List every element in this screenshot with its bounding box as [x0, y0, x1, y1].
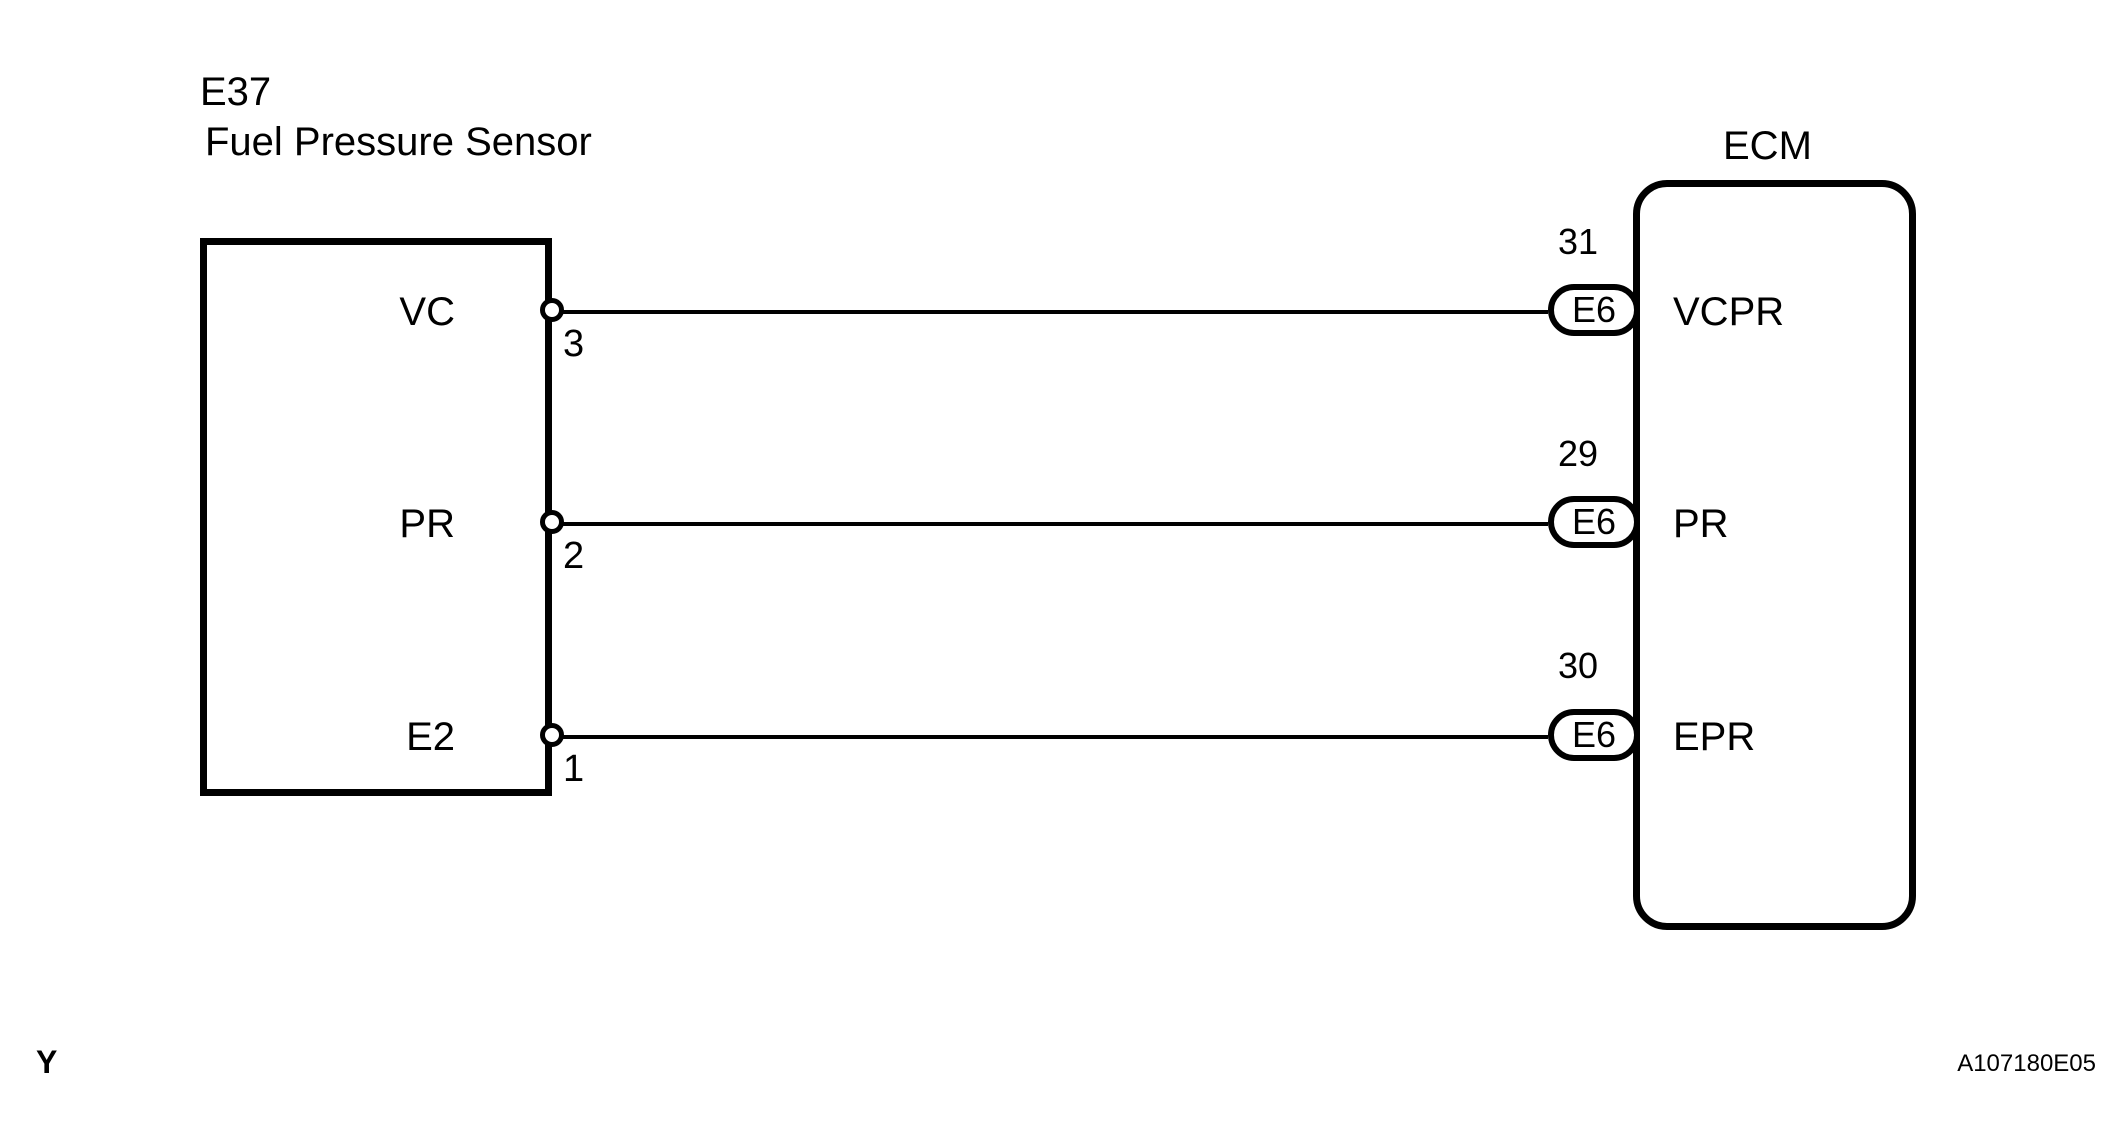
- ecm-pin-number-31: 31: [1558, 221, 1599, 262]
- ecm-signal-label-pr: PR: [1673, 502, 1729, 546]
- ecm-connector-pill-vcpr: E6: [1548, 284, 1640, 336]
- ecm-connector-pill-label-pr: E6: [1571, 501, 1617, 542]
- ecm-title: ECM: [1723, 124, 1812, 168]
- wire-e2-to-epr: [560, 735, 1548, 739]
- diagram-reference-code: A107180E05: [1957, 1050, 2096, 1077]
- terminal-dot-pr: [540, 510, 564, 534]
- pin-number-pr: 2: [563, 535, 585, 577]
- terminal-label-e2: E2: [406, 715, 455, 759]
- page-corner-mark: Y: [36, 1044, 58, 1080]
- ecm-connector-pill-label-epr: E6: [1571, 714, 1617, 755]
- terminal-label-vc: VC: [399, 290, 455, 334]
- terminal-label-pr: PR: [399, 502, 455, 546]
- wire-vc-to-vcpr: [560, 310, 1548, 314]
- terminal-dot-vc: [540, 298, 564, 322]
- ecm-connector-pill-label-vcpr: E6: [1571, 289, 1617, 330]
- fuel-pressure-sensor-box: [200, 238, 552, 796]
- ecm-box: [1633, 180, 1916, 930]
- wire-pr-to-pr: [560, 522, 1548, 526]
- ecm-pin-number-30: 30: [1558, 645, 1599, 686]
- pin-number-e2: 1: [563, 748, 585, 790]
- ecm-connector-pill-epr: E6: [1548, 709, 1640, 761]
- sensor-component-name: Fuel Pressure Sensor: [205, 120, 592, 164]
- ecm-connector-pill-pr: E6: [1548, 496, 1640, 548]
- pin-number-vc: 3: [563, 323, 585, 365]
- ecm-pin-number-29: 29: [1558, 433, 1599, 474]
- sensor-connector-id: E37: [200, 70, 272, 114]
- ecm-signal-label-vcpr: VCPR: [1673, 290, 1785, 334]
- ecm-signal-label-epr: EPR: [1673, 715, 1756, 759]
- terminal-dot-e2: [540, 723, 564, 747]
